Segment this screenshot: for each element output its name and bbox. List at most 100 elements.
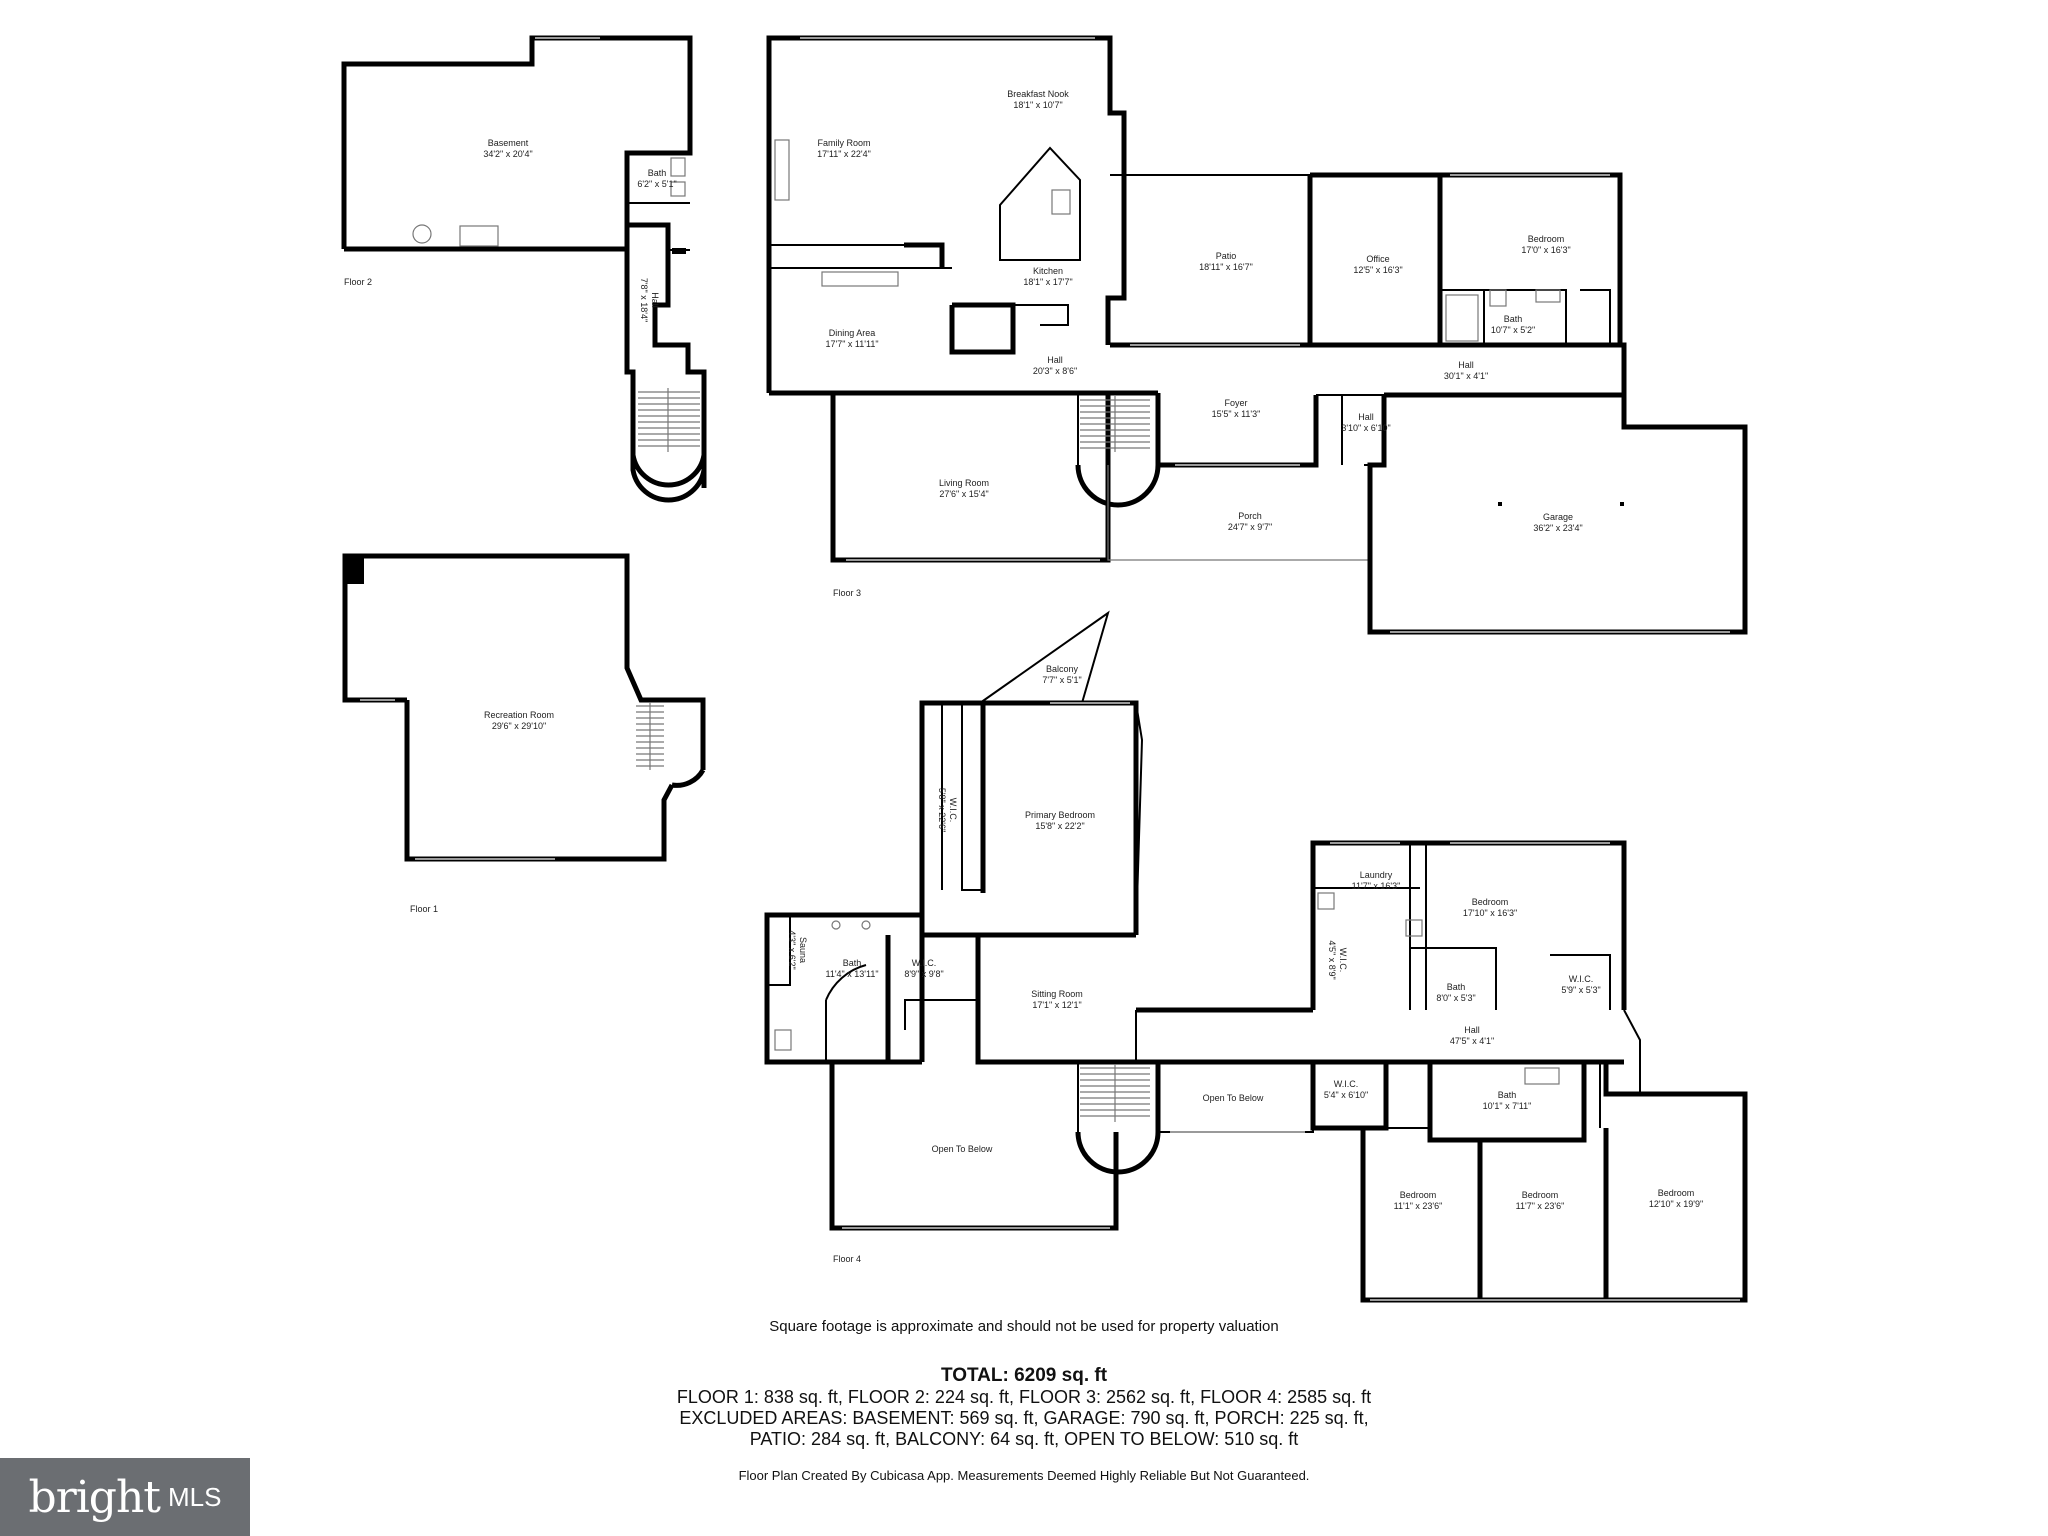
floor-label: Floor 3 — [833, 588, 861, 598]
room-name: Bath — [1504, 314, 1523, 324]
room-patio: Patio 18'11" x 16'7" — [1199, 251, 1253, 272]
room-wic: W.I.C. 8'9" x 9'8" — [904, 958, 943, 979]
room-recreation-room: Recreation Room 29'6" x 29'10" — [484, 710, 554, 731]
room-bath: Bath 10'7" x 5'2" — [1491, 314, 1535, 335]
room-dining-area: Dining Area 17'7" x 11'11" — [825, 328, 878, 349]
room-name: Hall — [1047, 355, 1063, 365]
room-size: 36'2" x 23'4" — [1533, 523, 1582, 533]
room-sitting-room: Sitting Room 17'1" x 12'1" — [1031, 989, 1083, 1010]
room-name: Family Room — [817, 138, 870, 148]
room-size: 6'2" x 5'1" — [637, 179, 676, 189]
room-name: W.I.C. — [948, 798, 958, 823]
room-name: Primary Bedroom — [1025, 810, 1095, 820]
room-name: Sitting Room — [1031, 989, 1083, 999]
room-size: 11'4" x 13'11" — [825, 969, 878, 979]
room-name: Bath — [1498, 1090, 1517, 1100]
room-name: Bedroom — [1472, 897, 1509, 907]
room-size: 34'2" x 20'4" — [483, 149, 532, 159]
room-name: Breakfast Nook — [1007, 89, 1069, 99]
room-size: 7'8" x 18'4" — [639, 278, 649, 322]
room-name: Basement — [488, 138, 529, 148]
room-name: Foyer — [1224, 398, 1247, 408]
room-wic: W.I.C. 5'9" x 5'3" — [1561, 974, 1600, 995]
floor-1-plan — [342, 553, 706, 862]
room-hall: Hall 47'5" x 4'1" — [1450, 1025, 1494, 1046]
room-size: 30'1" x 4'1" — [1444, 371, 1488, 381]
room-size: 11'7" x 23'6" — [1516, 1201, 1565, 1211]
room-name: Bedroom — [1522, 1190, 1559, 1200]
room-living-room: Living Room 27'6" x 15'4" — [939, 478, 989, 499]
room-name: Bath — [843, 958, 862, 968]
room-wic: W.I.C. 5'4" x 6'10" — [1324, 1079, 1368, 1100]
room-garage: Garage 36'2" x 23'4" — [1533, 512, 1582, 533]
room-size: 4'3" x 6'2" — [787, 930, 797, 969]
room-name: Bath — [648, 168, 667, 178]
room-name: Garage — [1543, 512, 1573, 522]
room-kitchen: Kitchen 18'1" x 17'7" — [1023, 266, 1072, 287]
room-size: 18'1" x 10'7" — [1013, 100, 1062, 110]
room-size: 7'7" x 5'1" — [1042, 675, 1081, 685]
room-size: 20'3" x 8'6" — [1033, 366, 1077, 376]
room-name: Porch — [1238, 511, 1262, 521]
room-name: W.I.C. — [1569, 974, 1594, 984]
room-size: 17'7" x 11'11" — [825, 339, 878, 349]
room-size: 27'6" x 15'4" — [939, 489, 988, 499]
room-name: Dining Area — [829, 328, 876, 338]
room-hall: Hall 3'10" x 6'10" — [1341, 412, 1390, 433]
room-bath: Bath 8'0" x 5'3" — [1436, 982, 1475, 1003]
room-open-to-below: Open To Below — [932, 1144, 993, 1154]
room-name: Open To Below — [932, 1144, 993, 1154]
room-size: 5'8" x 22'6" — [937, 788, 947, 832]
room-wic: W.I.C. 4'5" x 8'9" — [1327, 940, 1348, 979]
room-primary-bedroom: Primary Bedroom 15'8" x 22'2" — [1025, 810, 1095, 831]
room-size: 11'7" x 16'3" — [1352, 881, 1401, 891]
room-name: Bedroom — [1528, 234, 1565, 244]
floor-label: Floor 1 — [410, 904, 438, 914]
floor-3-plan — [766, 35, 1748, 635]
room-size: 24'7" x 9'7" — [1228, 522, 1272, 532]
total-area: TOTAL: 6209 sq. ft — [940, 1365, 1108, 1386]
room-name: Hall — [1458, 360, 1474, 370]
plan-footer: Square footage is approximate and should… — [0, 1318, 2048, 1483]
room-size: 18'1" x 17'7" — [1023, 277, 1072, 287]
room-open-to-below: Open To Below — [1203, 1093, 1264, 1103]
room-name: Office — [1366, 254, 1389, 264]
room-name: Kitchen — [1033, 266, 1063, 276]
room-laundry: Laundry 11'7" x 16'3" — [1352, 870, 1401, 891]
floor-2-plan — [341, 35, 707, 503]
room-bedroom: Bedroom 17'0" x 16'3" — [1521, 234, 1570, 255]
room-bedroom: Bedroom 17'10" x 16'3" — [1463, 897, 1517, 918]
room-size: 29'6" x 29'10" — [492, 721, 546, 731]
excluded-areas-line: PATIO: 284 sq. ft, BALCONY: 64 sq. ft, O… — [749, 1429, 1299, 1449]
room-size: 17'10" x 16'3" — [1463, 908, 1517, 918]
room-name: W.I.C. — [1334, 1079, 1359, 1089]
credit-text: Floor Plan Created By Cubicasa App. Meas… — [738, 1468, 1310, 1483]
room-name: Living Room — [939, 478, 989, 488]
room-size: 10'1" x 7'11" — [1483, 1101, 1532, 1111]
room-size: 18'11" x 16'7" — [1199, 262, 1253, 272]
room-hall: Hall 20'3" x 8'6" — [1033, 355, 1077, 376]
floor-label: Floor 2 — [344, 277, 372, 287]
room-size: 11'1" x 23'6" — [1394, 1201, 1443, 1211]
room-size: 17'0" x 16'3" — [1521, 245, 1570, 255]
room-name: Hall — [1358, 412, 1374, 422]
logo-suffix: MLS — [168, 1481, 222, 1512]
room-size: 5'4" x 6'10" — [1324, 1090, 1368, 1100]
room-name: Balcony — [1046, 664, 1079, 674]
room-balcony: Balcony 7'7" x 5'1" — [1042, 664, 1081, 685]
room-breakfast-nook: Breakfast Nook 18'1" x 10'7" — [1007, 89, 1069, 110]
room-bedroom: Bedroom 11'7" x 23'6" — [1516, 1190, 1565, 1211]
room-bedroom: Bedroom 12'10" x 19'9" — [1649, 1188, 1703, 1209]
room-basement: Basement 34'2" x 20'4" — [483, 138, 532, 159]
room-name: Hall — [650, 292, 660, 308]
room-porch: Porch 24'7" x 9'7" — [1228, 511, 1272, 532]
room-size: 15'8" x 22'2" — [1035, 821, 1084, 831]
room-name: W.I.C. — [1338, 948, 1348, 973]
room-size: 3'10" x 6'10" — [1341, 423, 1390, 433]
room-name: Hall — [1464, 1025, 1480, 1035]
room-name: Sauna — [798, 937, 808, 963]
room-name: Patio — [1216, 251, 1237, 261]
room-wic: W.I.C. 5'8" x 22'6" — [937, 788, 958, 832]
room-size: 12'5" x 16'3" — [1353, 265, 1402, 275]
